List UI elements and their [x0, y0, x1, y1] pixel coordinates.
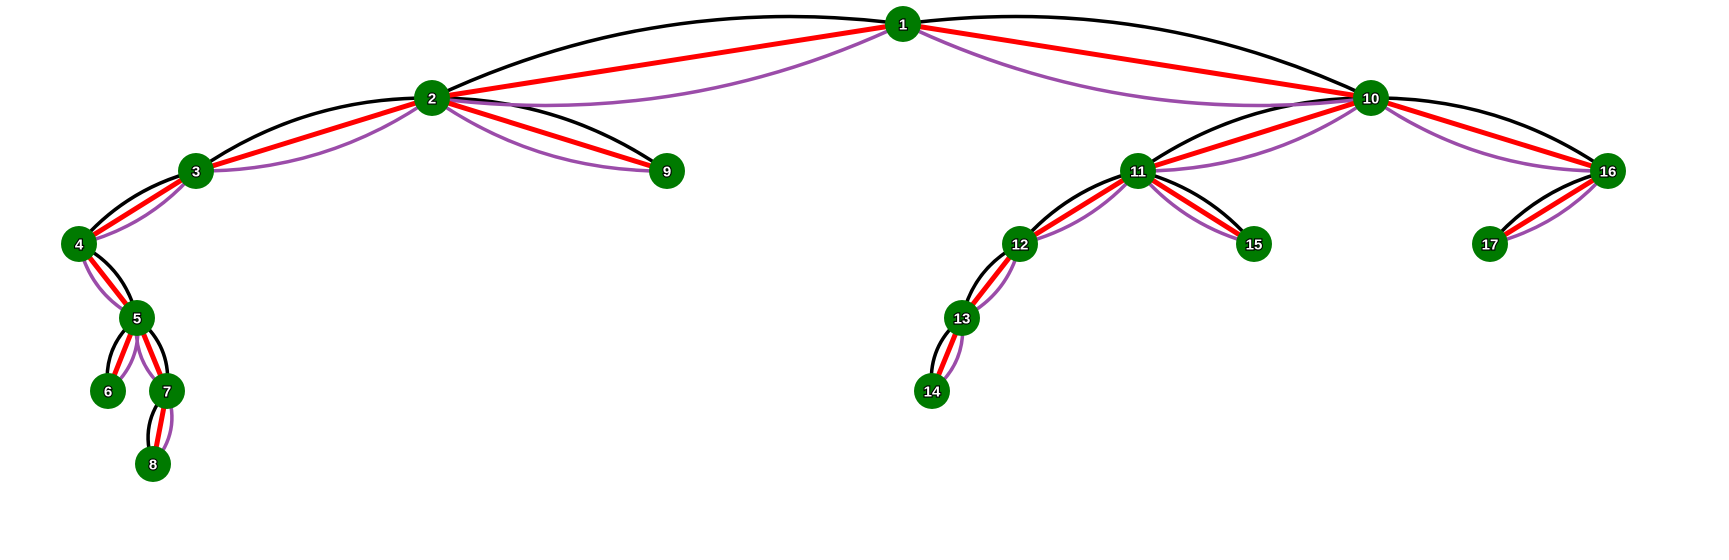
node-5: 5	[119, 300, 155, 336]
node-17-circle	[1472, 226, 1508, 262]
node-8-circle	[135, 446, 171, 482]
edge-11-12-straight	[1017, 168, 1141, 247]
node-8: 8	[135, 446, 171, 482]
node-12: 12	[1002, 226, 1038, 262]
node-7: 7	[149, 373, 185, 409]
edge-1-10-straight	[900, 21, 1374, 101]
edge-10-16-lower-curve	[1369, 96, 1610, 173]
node-9: 9	[649, 153, 685, 189]
node-13-label: 13	[954, 311, 971, 328]
node-6: 6	[90, 373, 126, 409]
edge-2-3-lower-curve	[194, 96, 434, 173]
node-13: 13	[944, 300, 980, 336]
node-11-circle	[1120, 153, 1156, 189]
node-2-label: 2	[428, 91, 436, 108]
node-15-label: 15	[1246, 237, 1263, 254]
node-16-label: 16	[1600, 164, 1617, 181]
node-16: 16	[1590, 153, 1626, 189]
edge-1-2-straight	[429, 21, 906, 101]
node-4-label: 4	[75, 237, 84, 254]
node-14-circle	[914, 373, 950, 409]
node-11-label: 11	[1130, 164, 1146, 181]
node-6-label: 6	[104, 384, 112, 401]
node-17-label: 17	[1482, 237, 1499, 254]
edge-2-9-lower-curve	[430, 96, 669, 173]
edge-2-9-straight	[429, 95, 670, 174]
node-15-circle	[1236, 226, 1272, 262]
edge-10-11-straight	[1135, 95, 1374, 174]
node-4-circle	[61, 226, 97, 262]
edge-3-4-straight	[76, 168, 199, 247]
node-12-label: 12	[1012, 237, 1029, 254]
node-10-circle	[1353, 80, 1389, 116]
node-8-label: 8	[149, 457, 157, 474]
node-17: 17	[1472, 226, 1508, 262]
node-1-circle	[885, 6, 921, 42]
edge-16-17-straight	[1487, 168, 1611, 247]
edge-2-3-upper-curve	[194, 96, 434, 173]
node-5-circle	[119, 300, 155, 336]
edge-2-9-upper-curve	[430, 96, 669, 173]
node-9-label: 9	[663, 164, 671, 181]
node-6-circle	[90, 373, 126, 409]
node-1-label: 1	[899, 17, 907, 34]
node-5-label: 5	[133, 311, 141, 328]
node-2-circle	[414, 80, 450, 116]
node-13-circle	[944, 300, 980, 336]
edge-1-2-lower-curve	[430, 22, 905, 108]
edge-11-15-straight	[1135, 168, 1257, 247]
edge-10-11-lower-curve	[1136, 96, 1373, 173]
edge-1-10-upper-curve	[901, 14, 1373, 100]
node-10: 10	[1353, 80, 1389, 116]
node-7-circle	[149, 373, 185, 409]
node-9-circle	[649, 153, 685, 189]
node-1: 1	[885, 6, 921, 42]
node-15: 15	[1236, 226, 1272, 262]
edge-10-11-upper-curve	[1136, 96, 1373, 173]
edge-10-16-upper-curve	[1369, 96, 1610, 173]
node-16-circle	[1590, 153, 1626, 189]
node-2: 2	[414, 80, 450, 116]
node-3: 3	[178, 153, 214, 189]
edge-10-16-straight	[1368, 95, 1611, 174]
node-3-label: 3	[192, 164, 200, 181]
edge-1-2-upper-curve	[430, 14, 905, 100]
node-3-circle	[178, 153, 214, 189]
node-4: 4	[61, 226, 97, 262]
node-14: 14	[914, 373, 950, 409]
edge-1-10-lower-curve	[901, 22, 1373, 108]
node-10-label: 10	[1363, 91, 1380, 108]
edge-2-3-straight	[193, 95, 435, 174]
node-11: 11	[1120, 153, 1156, 189]
node-7-label: 7	[163, 384, 171, 401]
node-12-circle	[1002, 226, 1038, 262]
node-14-label: 14	[924, 384, 941, 401]
